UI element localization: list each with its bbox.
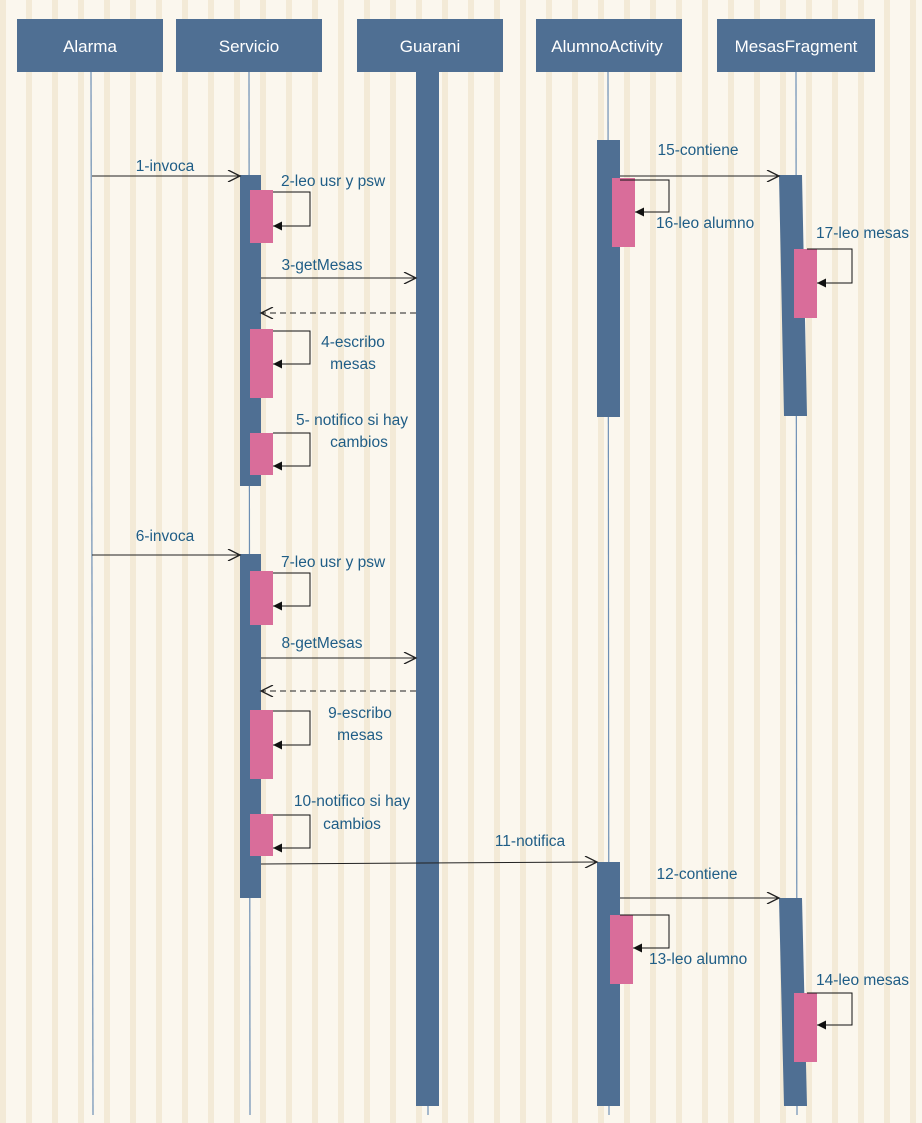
label-5b: cambios (330, 434, 388, 451)
label-8: 8-getMesas (282, 635, 363, 652)
header-servicio-label: Servicio (219, 37, 279, 56)
label-13: 13-leo alumno (649, 951, 747, 968)
self-activation-5 (250, 433, 273, 475)
label-11: 11-notifica (495, 833, 566, 850)
self-activation-13 (610, 915, 633, 984)
label-3: 3-getMesas (282, 257, 363, 274)
activation-mesas-fragment-1 (779, 175, 807, 416)
participant-headers: Alarma Servicio Guarani AlumnoActivity M… (17, 19, 875, 72)
header-servicio: Servicio (176, 19, 322, 72)
header-alarma: Alarma (17, 19, 163, 72)
self-arrow-17 (807, 248, 853, 288)
self-arrow-10 (273, 814, 311, 853)
self-activation-16 (612, 178, 635, 247)
header-alumno-activity: AlumnoActivity (536, 19, 682, 72)
self-activations (250, 178, 817, 1062)
self-activation-7 (250, 571, 273, 625)
self-activation-10 (250, 814, 273, 856)
header-guarani: Guarani (357, 19, 503, 72)
label-4b: mesas (330, 356, 376, 373)
self-arrow-9 (273, 710, 311, 750)
self-activation-14 (794, 993, 817, 1062)
label-1: 1-invoca (136, 158, 195, 175)
header-alumno-activity-label: AlumnoActivity (551, 37, 663, 56)
self-activation-4 (250, 329, 273, 398)
label-14: 14-leo mesas (816, 972, 909, 989)
label-4a: 4-escribo (321, 334, 385, 351)
header-guarani-label: Guarani (400, 37, 460, 56)
label-9a: 9-escribo (328, 705, 392, 722)
message-arrows (92, 176, 853, 1030)
activation-guarani (416, 72, 439, 1106)
label-10a: 10-notifico si hay (294, 793, 411, 810)
label-6: 6-invoca (136, 528, 195, 545)
self-arrow-14 (807, 992, 853, 1030)
self-arrow-16 (620, 179, 670, 217)
label-16: 16-leo alumno (656, 215, 754, 232)
label-5a: 5- notifico si hay (296, 412, 408, 429)
label-10b: cambios (323, 816, 381, 833)
self-arrow-5 (273, 432, 311, 471)
header-mesas-fragment: MesasFragment (717, 19, 875, 72)
self-activation-2 (250, 190, 273, 243)
self-arrow-2 (273, 191, 311, 231)
label-12: 12-contiene (656, 866, 737, 883)
header-alarma-label: Alarma (63, 37, 117, 56)
self-activation-9 (250, 710, 273, 779)
self-activation-17 (794, 249, 817, 318)
label-9b: mesas (337, 727, 383, 744)
label-7: 7-leo usr y psw (281, 554, 386, 571)
header-mesas-fragment-label: MesasFragment (735, 37, 858, 56)
label-15: 15-contiene (657, 142, 738, 159)
lifeline-alarma (90, 71, 94, 1116)
self-arrow-13 (620, 914, 670, 953)
message-labels: 1-invoca 2-leo usr y psw 3-getMesas 4-es… (136, 142, 910, 989)
label-17: 17-leo mesas (816, 225, 909, 242)
label-2: 2-leo usr y psw (281, 173, 386, 190)
arrow-11-notifica (260, 862, 597, 864)
self-arrow-4 (273, 330, 311, 369)
self-arrow-7 (273, 572, 311, 611)
